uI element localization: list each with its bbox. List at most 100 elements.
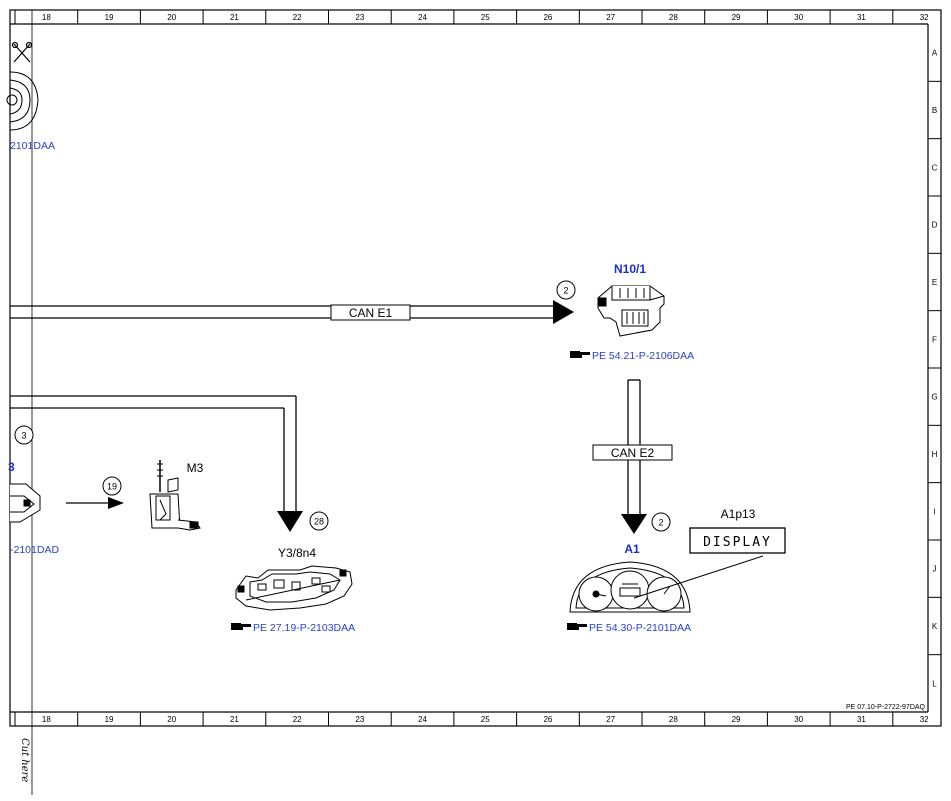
column-number: 21	[230, 715, 239, 724]
column-number: 26	[543, 13, 552, 22]
a1-reference[interactable]: PE 54.30-P-2101DAA	[567, 622, 691, 634]
left-mid-ref-text: -2101DAD	[10, 544, 59, 556]
column-number: 28	[669, 715, 678, 724]
a1-label: A1	[624, 542, 640, 556]
column-number: 24	[418, 13, 427, 22]
left-mid-icon	[10, 483, 41, 523]
a1-cluster-icon	[569, 561, 691, 613]
row-letter: I	[933, 507, 935, 516]
row-letter: C	[932, 163, 938, 172]
a1-ref-text: PE 54.30-P-2101DAA	[589, 622, 691, 634]
scissors-icon	[11, 41, 33, 63]
column-number: 29	[732, 13, 741, 22]
column-number: 30	[794, 715, 803, 724]
column-number: 23	[355, 715, 364, 724]
n10-1-icon	[597, 285, 665, 337]
can-e2-label-box	[592, 444, 673, 461]
can-e1-bus: CAN E1	[10, 300, 574, 324]
y3-8n4-reference[interactable]: PE 27.19-P-2103DAA	[231, 622, 355, 634]
row-letter: K	[932, 622, 938, 631]
n10-1-module: N10/1 PE 54.21-P-2106DAA	[570, 262, 694, 362]
y3-8n4-icon	[235, 565, 353, 611]
column-number: 22	[293, 13, 302, 22]
column-number: 18	[42, 13, 51, 22]
column-number: 20	[167, 13, 176, 22]
connector-2-top: 2	[556, 280, 576, 300]
left-routing	[10, 395, 303, 532]
a1p13-display: A1p13 DISPLAY	[633, 507, 786, 599]
y3-8n4-module: Y3/8n4 PE 27.19-P-2103DAA	[231, 546, 355, 634]
left-partial-component-top: 2101DAA	[6, 41, 55, 152]
column-number: 26	[543, 715, 552, 724]
row-letter: L	[932, 679, 937, 688]
left-partial-component-mid: 3 -2101DAD	[8, 460, 59, 556]
row-labels: A B C D E F G H I J K L	[931, 49, 937, 689]
row-letter: F	[932, 335, 937, 344]
can-e2-arrow	[621, 514, 647, 534]
column-number: 21	[230, 13, 239, 22]
outer-frame	[9, 9, 942, 727]
row-ticks	[928, 80, 941, 656]
cut-here-label: Cut here	[19, 738, 30, 782]
column-number: 18	[42, 715, 51, 724]
column-number: 31	[857, 715, 866, 724]
column-ticks	[14, 10, 894, 726]
column-number: 32	[920, 715, 929, 724]
can-e1-label: CAN E1	[349, 306, 393, 320]
column-number: 25	[481, 715, 490, 724]
column-number: 27	[606, 715, 615, 724]
a1p13-leader-line	[633, 555, 764, 599]
svg-text:3: 3	[21, 431, 26, 441]
row-letter: B	[932, 106, 937, 115]
hand-pointer-icon	[231, 623, 251, 630]
column-number: 23	[355, 13, 364, 22]
column-number: 20	[167, 715, 176, 724]
a1p13-display-box	[689, 527, 786, 554]
doc-reference: PE 07.10-P-2722-97DAQ	[846, 704, 926, 711]
column-labels: 1818191920202121222223232424252526262727…	[42, 13, 929, 724]
left-mid-label: 3	[8, 460, 15, 474]
column-number: 19	[105, 715, 114, 724]
row-letter: G	[931, 393, 937, 402]
row-letter: E	[932, 278, 937, 287]
arrow-to-m3	[66, 497, 124, 509]
row-letter: A	[932, 49, 938, 58]
column-number: 32	[920, 13, 929, 22]
row-letter: D	[932, 221, 938, 230]
a1p13-label: A1p13	[721, 507, 756, 521]
n10-1-ref-text: PE 54.21-P-2106DAA	[592, 350, 694, 362]
can-e1-label-box	[330, 304, 411, 321]
connector-2-bottom: 2	[651, 512, 671, 532]
m3-label: M3	[187, 461, 204, 475]
n10-1-reference[interactable]: PE 54.21-P-2106DAA	[570, 350, 694, 362]
left-top-ref-text: 2101DAA	[10, 140, 55, 152]
connector-19: 19	[102, 476, 122, 496]
connector-28: 28	[309, 511, 329, 531]
y3-8n4-arrow	[277, 511, 303, 532]
svg-text:19: 19	[107, 482, 117, 492]
column-number: 31	[857, 13, 866, 22]
can-e2-bus: CAN E2	[592, 379, 673, 534]
column-number: 27	[606, 13, 615, 22]
column-number: 19	[105, 13, 114, 22]
a1p13-display-text: DISPLAY	[703, 535, 772, 550]
hand-pointer-icon	[570, 351, 590, 358]
column-number: 22	[293, 715, 302, 724]
connector-3: 3	[14, 425, 34, 445]
svg-text:2: 2	[563, 286, 568, 296]
row-letter: H	[932, 450, 938, 459]
can-e2-label: CAN E2	[611, 446, 655, 460]
y3-8n4-ref-text: PE 27.19-P-2103DAA	[253, 622, 355, 634]
column-number: 24	[418, 715, 427, 724]
can-e1-arrow	[553, 300, 574, 324]
column-number: 30	[794, 13, 803, 22]
column-number: 29	[732, 715, 741, 724]
row-letter: J	[933, 565, 937, 574]
column-number: 28	[669, 13, 678, 22]
m3-fuel-pump: M3	[149, 460, 204, 531]
svg-text:2: 2	[658, 518, 663, 528]
y3-8n4-label: Y3/8n4	[278, 546, 316, 560]
hand-pointer-icon	[567, 623, 587, 630]
column-number: 25	[481, 13, 490, 22]
